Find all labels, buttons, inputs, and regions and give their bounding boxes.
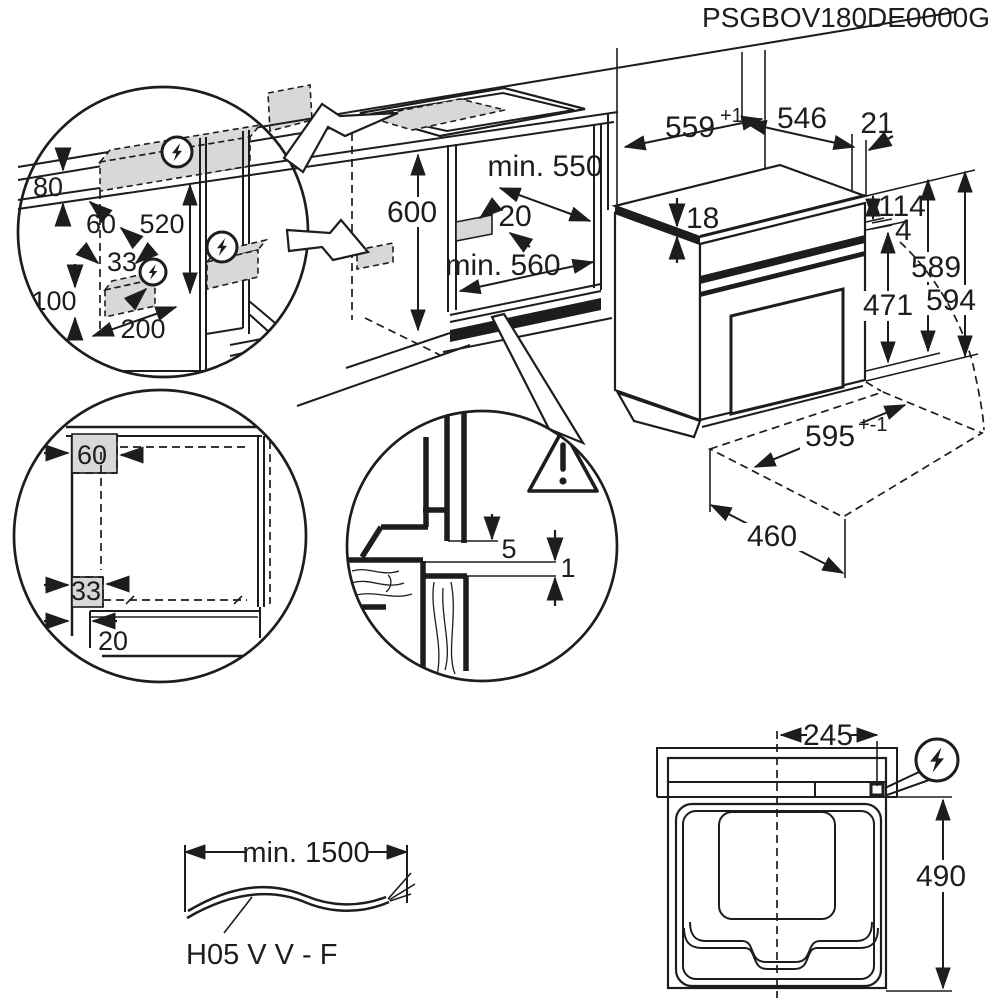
- detail-circle-outline: [345, 409, 619, 683]
- cable-type-label: H05 V V - F: [186, 939, 338, 971]
- dim-245: 245: [803, 719, 853, 752]
- dim-drop-520: 520: [139, 209, 184, 239]
- detail-circle-outline: [12, 388, 308, 684]
- dim-595-tol: +-1: [858, 414, 887, 436]
- callout-wedge: [490, 312, 586, 446]
- power-icon: [138, 257, 168, 287]
- detail-circle-electrical: 80 60 520 33 100 200: [16, 85, 399, 379]
- power-icon: [205, 230, 239, 264]
- callout-pointer-bottom: [285, 218, 371, 262]
- dim-gap-5: 5: [501, 534, 516, 564]
- dim-21: 21: [860, 107, 893, 140]
- dim-niche-width: min. 560: [445, 249, 560, 282]
- cable-line: [187, 885, 387, 913]
- dim-595: 595: [805, 420, 855, 453]
- dim-height-100: 100: [31, 286, 76, 316]
- oven-top-view: 245 490: [656, 719, 970, 998]
- dim-offset-60: 60: [86, 209, 116, 239]
- dim-490: 490: [916, 860, 966, 893]
- warning-icon: [527, 427, 599, 493]
- part-number: PSGBOV180DE0000G: [702, 2, 990, 33]
- dim-cable-length: min. 1500: [242, 837, 369, 869]
- spacer-strip: [455, 214, 493, 242]
- power-icon: [160, 135, 194, 169]
- dim-side-33: 33: [71, 576, 101, 606]
- detail-circle-side-view: 60 33 20: [12, 388, 308, 684]
- dim-gap-1: 1: [560, 553, 575, 583]
- dim-niche-height: 600: [387, 196, 437, 229]
- dim-460: 460: [747, 520, 797, 553]
- callout-pointer-top: [282, 102, 399, 174]
- dim-side-60: 60: [77, 440, 107, 470]
- dim-114: 114: [878, 190, 926, 223]
- dim-wall-gap: 80: [33, 172, 63, 202]
- power-cable-drawing: min. 1500 H05 V V - F: [183, 837, 416, 971]
- hob-cutout: [359, 86, 586, 138]
- dim-589: 589: [911, 251, 961, 284]
- plinth-vent-strip: [450, 298, 601, 342]
- electrical-zone-hob: [367, 98, 506, 131]
- oven-foot: [615, 391, 702, 439]
- dim-width-200: 200: [120, 314, 165, 344]
- dim-4: 4: [895, 214, 912, 247]
- dim-594: 594: [926, 284, 976, 317]
- dim-559: 559: [665, 111, 715, 144]
- dim-niche-depth: min. 550: [487, 150, 602, 183]
- power-icon: [914, 737, 960, 783]
- oven-door-window: [729, 287, 845, 416]
- dim-top-18: 18: [686, 202, 719, 235]
- oven-isometric-view: 18 559 +1 546 21 114 4 471 589 594: [611, 48, 985, 578]
- oven-side-panel: [613, 211, 702, 422]
- dim-471: 471: [863, 289, 913, 322]
- cabinet-niche-view: 600 min. 550 20 min. 560: [17, 11, 956, 407]
- dim-546: 546: [777, 102, 827, 135]
- detail-circle-panel-joint: 5 1: [345, 409, 619, 683]
- dim-spacer: 20: [498, 200, 531, 233]
- dim-559-tol: +1: [720, 105, 743, 127]
- dim-side-20: 20: [98, 626, 128, 656]
- dim-side-33: 33: [107, 247, 137, 277]
